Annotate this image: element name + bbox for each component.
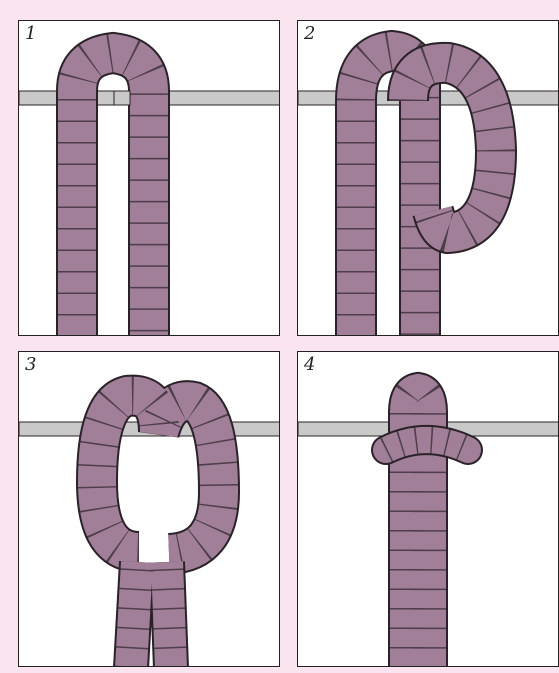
- step-panel-3: 3: [18, 351, 280, 667]
- step-number: 2: [304, 23, 315, 44]
- step-number: 4: [304, 354, 315, 375]
- step-3-illustration: [19, 352, 280, 667]
- step-panel-1: 1: [18, 20, 280, 336]
- step-4-illustration: [298, 352, 559, 667]
- step-1-illustration: [19, 21, 280, 336]
- step-number: 1: [25, 23, 36, 44]
- step-panel-2: 2: [297, 20, 559, 336]
- step-number: 3: [25, 354, 36, 375]
- step-2-illustration: [298, 21, 559, 336]
- step-panel-4: 4: [297, 351, 559, 667]
